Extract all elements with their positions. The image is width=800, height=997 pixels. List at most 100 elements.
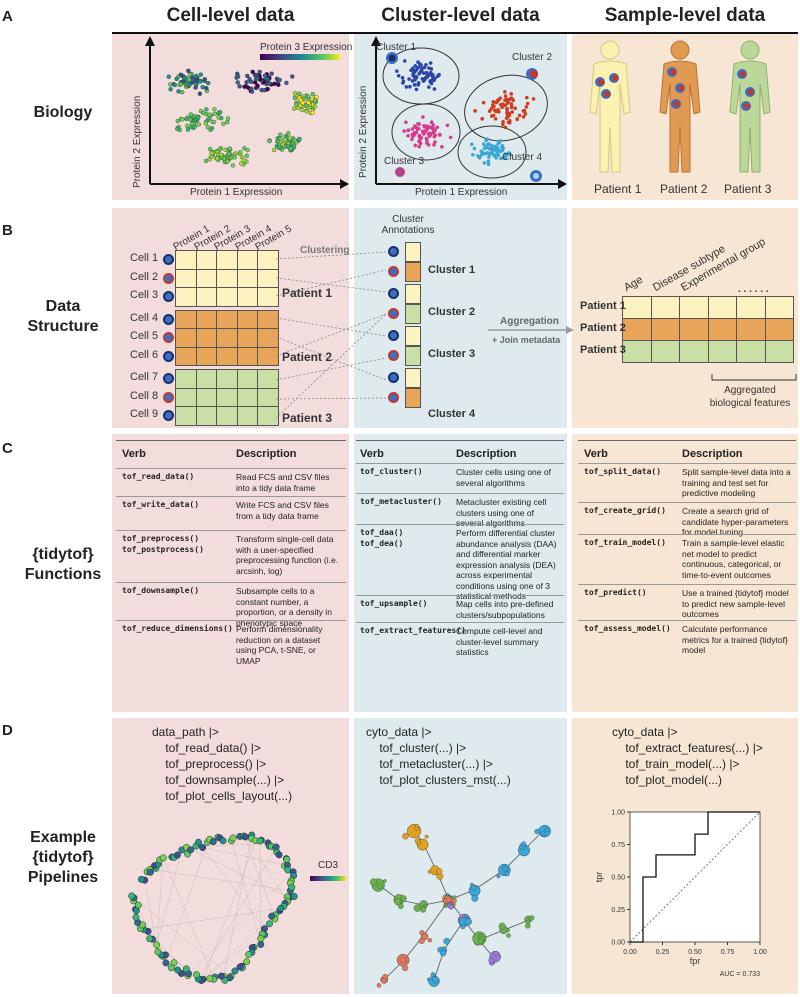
- mst-node: [432, 976, 440, 984]
- cell-point: [181, 75, 187, 81]
- cell-point: [185, 81, 191, 86]
- cell-icon: [388, 330, 399, 341]
- cell-point: [188, 112, 194, 117]
- section-letter-d: D: [2, 722, 13, 739]
- cd3-label: CD3: [318, 860, 339, 871]
- cluster-point: [495, 150, 500, 154]
- layout-node: [170, 959, 178, 967]
- mst-node: [506, 933, 511, 938]
- x-tick-label: 0.50: [688, 949, 702, 956]
- cluster-point: [507, 97, 511, 102]
- roc-ylabel: tpr: [594, 872, 604, 883]
- mst-node: [405, 957, 410, 963]
- layout-node: [159, 854, 167, 862]
- cell-point: [238, 150, 243, 155]
- cell-point: [300, 100, 305, 106]
- cell-point: [207, 112, 212, 117]
- annotation-cell: [405, 368, 421, 388]
- layout-node: [154, 948, 162, 956]
- function-description: Cluster cells using one of several algor…: [456, 467, 551, 488]
- x-tick-label: 1.00: [753, 949, 767, 956]
- mst-node: [376, 983, 382, 988]
- cluster-point: [423, 75, 428, 80]
- cluster-label-4: Cluster 4: [502, 152, 543, 163]
- cell-point: [269, 71, 274, 76]
- cell-point: [297, 91, 302, 96]
- mst-node: [369, 878, 378, 886]
- cluster-point: [427, 85, 431, 89]
- cluster-point: [431, 73, 435, 77]
- function-description: Perform dimensionality reduction on a da…: [236, 624, 323, 666]
- mst-node: [401, 964, 409, 972]
- cluster-point: [410, 137, 414, 142]
- mst-node: [498, 922, 506, 930]
- cell-point: [209, 126, 215, 131]
- cell-point: [225, 120, 230, 125]
- cluster-point: [481, 142, 486, 146]
- cluster-point: [420, 76, 425, 81]
- mapping-arrow: [275, 251, 387, 260]
- cluster-point: [480, 152, 484, 157]
- y-tick-label: 0.50: [611, 875, 625, 882]
- y-tick-label: 0.75: [611, 842, 625, 849]
- mst-node: [430, 972, 436, 977]
- layout-edge: [259, 840, 262, 945]
- layout-node: [243, 958, 251, 966]
- cluster-point: [424, 63, 428, 67]
- cluster-point: [408, 84, 412, 89]
- cell-point: [285, 144, 290, 149]
- mst-node: [419, 930, 425, 936]
- mst-node: [544, 827, 550, 832]
- cell-point: [197, 91, 203, 96]
- function-description: Read FCS and CSV files into a tidy data …: [236, 472, 330, 493]
- cell-icon-core: [678, 85, 684, 91]
- cell-icon-core: [604, 91, 610, 97]
- header-cell-level: Cell-level data: [166, 5, 295, 26]
- cluster-point: [424, 70, 429, 75]
- clustering-label: Clustering: [300, 245, 350, 256]
- section-letter-b: B: [2, 222, 13, 239]
- cluster-point: [505, 113, 510, 118]
- cluster-point: [489, 106, 494, 111]
- cells-layout-plot: [128, 831, 346, 984]
- mst-node: [426, 977, 431, 982]
- cell-point: [242, 146, 247, 151]
- section-letter-c: C: [2, 440, 13, 457]
- cell-point: [209, 150, 214, 156]
- mst-node: [445, 896, 452, 903]
- cell-point: [197, 79, 203, 84]
- layout-edge: [245, 836, 288, 902]
- cluster-point: [396, 73, 401, 78]
- layout-node: [275, 851, 283, 859]
- cluster-point: [427, 66, 431, 70]
- cell-point: [168, 82, 173, 87]
- layout-node: [236, 963, 244, 971]
- cell-point: [187, 72, 193, 77]
- cluster-point: [531, 97, 536, 101]
- cell-point: [294, 102, 299, 107]
- cluster-point: [500, 103, 505, 107]
- cluster-point: [407, 77, 411, 81]
- layout-node: [193, 971, 200, 979]
- cell-point: [187, 77, 192, 82]
- cell-point: [203, 120, 208, 126]
- aggregation-arrowhead: [566, 326, 574, 334]
- cluster-point: [523, 112, 528, 116]
- cell-point: [265, 86, 270, 92]
- cell-icon: [163, 272, 174, 284]
- mst-node: [420, 906, 427, 913]
- mst-node: [427, 869, 432, 874]
- table-row-rule: [116, 620, 346, 621]
- cluster-point: [422, 65, 427, 70]
- layout-edge: [231, 840, 262, 945]
- cell-point: [196, 122, 202, 127]
- y-tick-label: 0.25: [611, 907, 625, 914]
- cluster-point: [491, 100, 496, 104]
- cluster-point: [473, 109, 477, 113]
- cell-point: [190, 121, 195, 126]
- layout-node: [256, 837, 264, 845]
- cluster-point: [503, 98, 507, 102]
- mst-node: [443, 937, 451, 945]
- mst-node: [400, 895, 407, 902]
